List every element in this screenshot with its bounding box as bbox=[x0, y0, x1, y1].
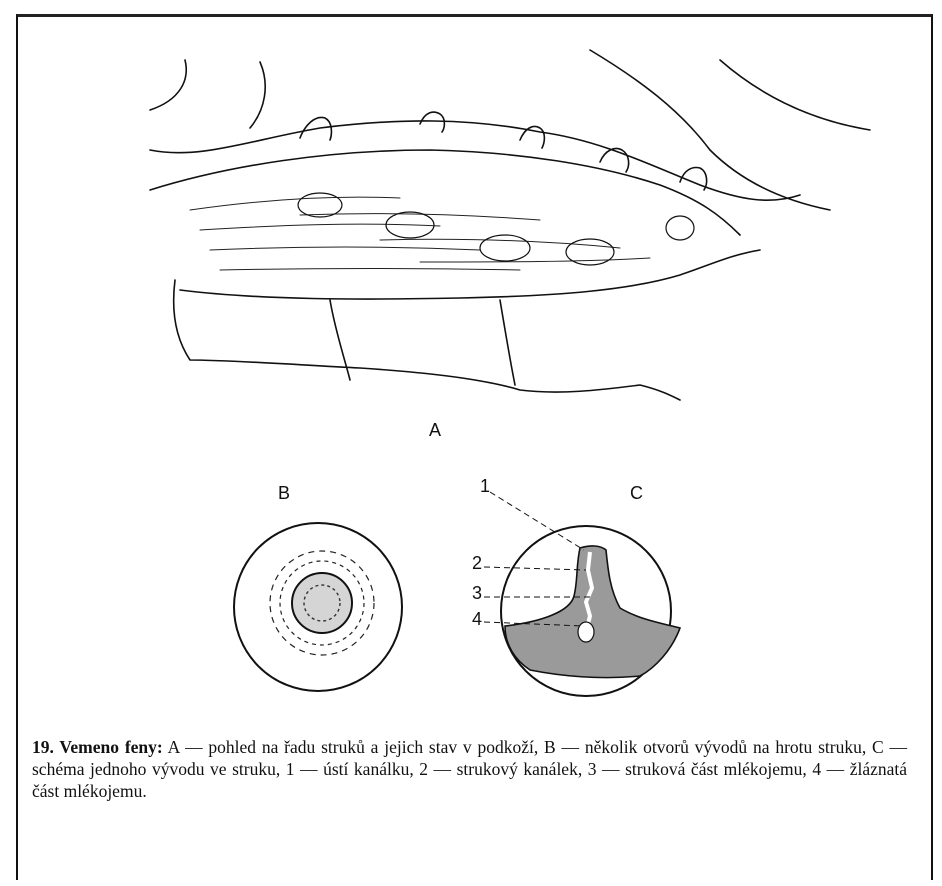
label-3: 3 bbox=[472, 583, 482, 604]
label-b: B bbox=[278, 483, 290, 504]
pointer-2 bbox=[484, 567, 586, 570]
figure-caption: 19. Vemeno feny: A — pohled na řadu stru… bbox=[32, 736, 907, 802]
body-curve-mid bbox=[250, 62, 265, 128]
gland-hatching bbox=[190, 197, 650, 270]
skin-flap-fold-2 bbox=[500, 300, 515, 385]
caption-lead: 19. Vemeno feny: bbox=[32, 737, 163, 757]
teat-4 bbox=[600, 149, 629, 173]
gland-nodules bbox=[298, 193, 694, 265]
skin-edge-upper bbox=[150, 150, 740, 235]
label-2: 2 bbox=[472, 553, 482, 574]
circle-c-group bbox=[484, 492, 680, 696]
label-a: A bbox=[429, 420, 441, 441]
label-c: C bbox=[630, 483, 643, 504]
teat-2 bbox=[420, 112, 444, 132]
body-curve-right bbox=[590, 50, 830, 210]
skin-flap-fold bbox=[330, 300, 350, 380]
skin-edge-lower bbox=[180, 250, 760, 299]
caption-text: A — pohled na řadu struků a jejich stav … bbox=[32, 737, 907, 801]
gland-cistern bbox=[578, 622, 594, 642]
body-outline-top bbox=[150, 121, 800, 200]
body-curve-left bbox=[150, 60, 186, 110]
circle-b-core bbox=[292, 573, 352, 633]
body-curve-far bbox=[720, 60, 870, 130]
illustration-a bbox=[150, 50, 870, 400]
label-1: 1 bbox=[480, 476, 490, 497]
label-4: 4 bbox=[472, 609, 482, 630]
circle-b-group bbox=[234, 523, 402, 691]
teat-section bbox=[505, 546, 680, 678]
